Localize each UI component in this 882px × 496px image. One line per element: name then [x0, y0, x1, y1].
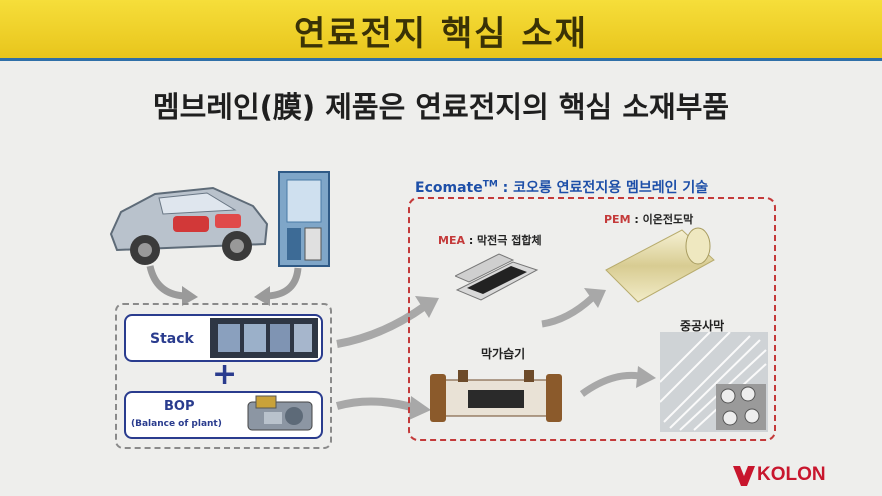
- pem-roll-image: [605, 227, 715, 303]
- mea-label: MEA : 막전극 접합체: [438, 234, 542, 247]
- kolon-logo-icon: [733, 466, 755, 486]
- bop-image: [247, 395, 313, 431]
- kolon-logo-text: KOLON: [757, 464, 826, 485]
- arrow-mea-to-pem: [541, 288, 606, 328]
- stack-label: Stack: [150, 331, 194, 347]
- mea-image: [455, 253, 539, 301]
- hollow-fiber-label: 중공사막: [680, 319, 725, 333]
- ecomate-heading: EcomateTM : 코오롱 연료전지용 멤브레인 기술: [415, 179, 709, 196]
- slide-subtitle: 멤브레인(膜) 제품은 연료전지의 핵심 소재부품: [152, 90, 730, 124]
- arrow-car-to-system: [146, 265, 198, 306]
- arrow-stack-to-mea: [336, 296, 439, 348]
- header-divider: [0, 58, 882, 61]
- arrow-humidifier-to-fiber: [579, 366, 656, 397]
- plus-sign: +: [212, 357, 238, 392]
- humidifier-label: 막가습기: [481, 347, 526, 361]
- arrow-bop-to-humidifier: [335, 396, 431, 420]
- humidifier-image: [430, 370, 562, 422]
- bop-label: BOP: [164, 399, 195, 414]
- stationary-fuel-cell-image: [278, 171, 330, 267]
- system-group-frame: [115, 303, 332, 449]
- fuel-cell-car-image: [109, 186, 269, 265]
- hollow-fiber-image: [660, 332, 768, 432]
- stack-image: [210, 318, 318, 358]
- slide-title: 연료전지 핵심 소재: [294, 14, 588, 54]
- pem-label: PEM : 이온전도막: [604, 213, 694, 226]
- bop-sublabel: (Balance of plant): [131, 419, 222, 429]
- arrow-unit-to-system: [254, 267, 302, 306]
- header-bar: [0, 0, 882, 58]
- ecomate-frame: [408, 197, 776, 441]
